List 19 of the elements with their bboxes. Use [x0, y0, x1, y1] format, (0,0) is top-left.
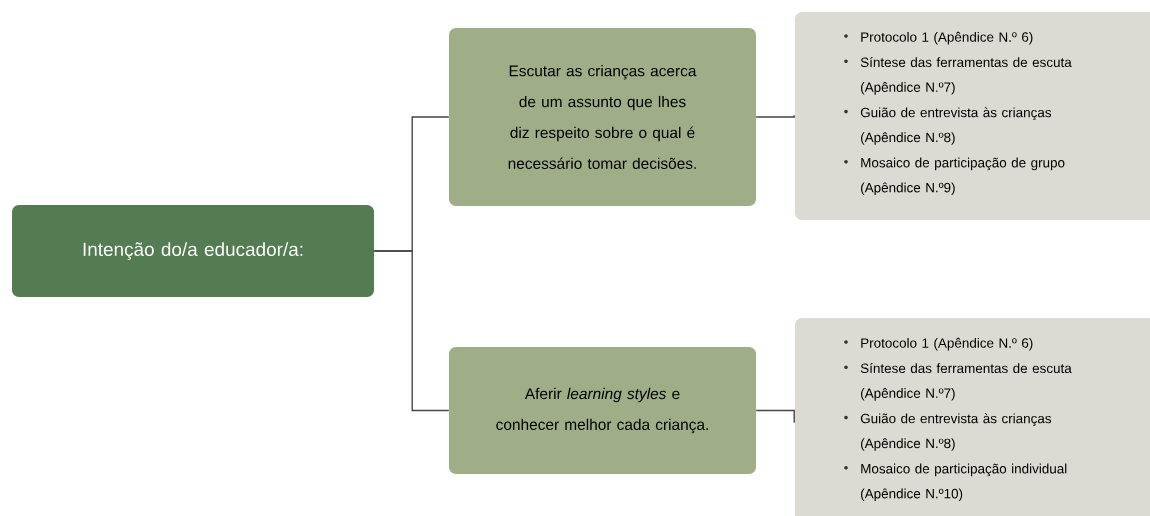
list-item: Guião de entrevista às crianças (Apêndice N.º8): [860, 413, 1052, 451]
list-item: Síntese das ferramentas de escuta (Apêndice N.º7): [860, 363, 1072, 401]
reference-list-box: [795, 12, 1150, 220]
list-item: Síntese das ferramentas de escuta (Apêndice N.º7): [860, 57, 1072, 95]
connector-line: [755, 409, 796, 423]
topic-box: [449, 347, 756, 474]
reference-list-box: [795, 318, 1150, 516]
connector-line: [373, 250, 450, 412]
list-item: Guião de entrevista às crianças (Apêndice N.º8): [860, 107, 1052, 145]
list-item: Mosaico de participação individual (Apêndice N.º10): [861, 463, 1067, 502]
box-text: Escutar as crianças acerca de um assunto que lhes diz respeito sobre o qual é necessário tomar decisões.: [508, 65, 697, 169]
box-text: Aferir learning styles e conhecer melhor cada criança.: [496, 387, 708, 434]
connector-line: [755, 115, 796, 118]
list-item: Protocolo 1 (Apêndice N.º 6): [861, 337, 1033, 351]
list-item: Mosaico de participação de grupo (Apêndice N.º9): [861, 157, 1065, 196]
list-item: Protocolo 1 (Apêndice N.º 6): [861, 31, 1033, 45]
topic-box: [449, 28, 756, 206]
main-box: [12, 205, 374, 297]
box-text: Intenção do/a educador/a:: [83, 242, 303, 260]
